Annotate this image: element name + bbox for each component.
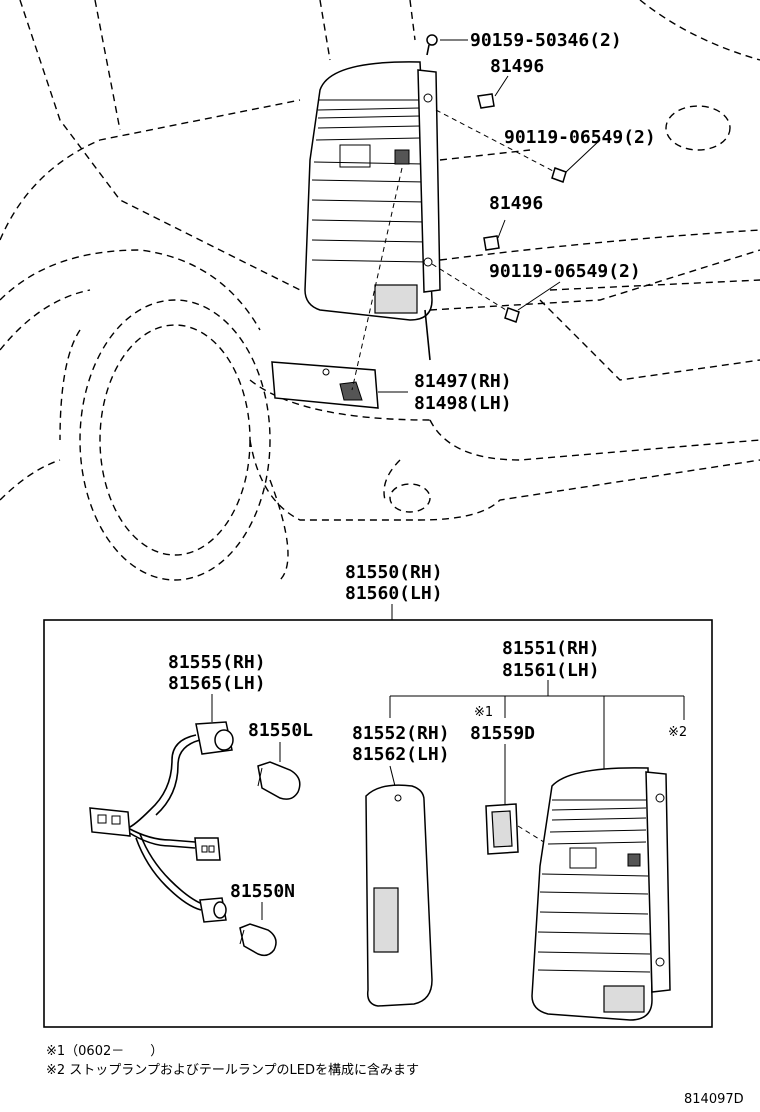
note-1: ※1（0602－ ） [46,1044,163,1059]
clip-81496-mid-icon [483,235,500,251]
label-81496-mid: 81496 [489,193,543,214]
screw-90119-b-icon [504,307,520,323]
fasteners [426,34,567,323]
clip-81496-top-icon [477,93,495,109]
diagram-reference-code: 814097D [684,1092,744,1107]
screw-90119-a-icon [551,167,567,183]
socket-wire-harness [89,721,234,923]
upper-leader-lines [351,39,601,393]
rear-lamp-assembly [531,767,671,1021]
bulb-81550N-icon [239,923,277,957]
gasket-81552 [365,784,433,1007]
label-90119-06549-a: 90119-06549(2) [504,127,656,148]
led-module-81559D-icon [485,803,519,855]
label-81560: 81560(LH) [345,583,443,604]
label-81555: 81555(RH) [168,652,266,673]
label-81552: 81552(RH) [352,723,450,744]
label-81559D: 81559D [470,723,535,744]
vehicle-body-outline [0,0,760,581]
label-81551: 81551(RH) [502,638,600,659]
screw-90159-icon [426,34,438,56]
label-81496-top: 81496 [490,56,544,77]
mark-1: ※1 [474,705,493,720]
label-81497: 81497(RH) [414,371,512,392]
mark-2: ※2 [668,725,687,740]
note-2: ※2 ストップランプおよびテールランプのLEDを構成に含みます [46,1062,419,1078]
label-81565: 81565(LH) [168,673,266,694]
assembly-box [43,619,713,1028]
bulb-81550L-icon [257,761,301,800]
label-81550L: 81550L [248,720,313,741]
label-90159-50346: 90159-50346(2) [470,30,622,51]
label-81561: 81561(LH) [502,660,600,681]
installed-tail-lamp [304,61,441,361]
label-81550: 81550(RH) [345,562,443,583]
rear-reflector [271,361,379,409]
label-81562: 81562(LH) [352,744,450,765]
label-90119-06549-b: 90119-06549(2) [489,261,641,282]
label-81498: 81498(LH) [414,393,512,414]
label-81550N: 81550N [230,881,295,902]
